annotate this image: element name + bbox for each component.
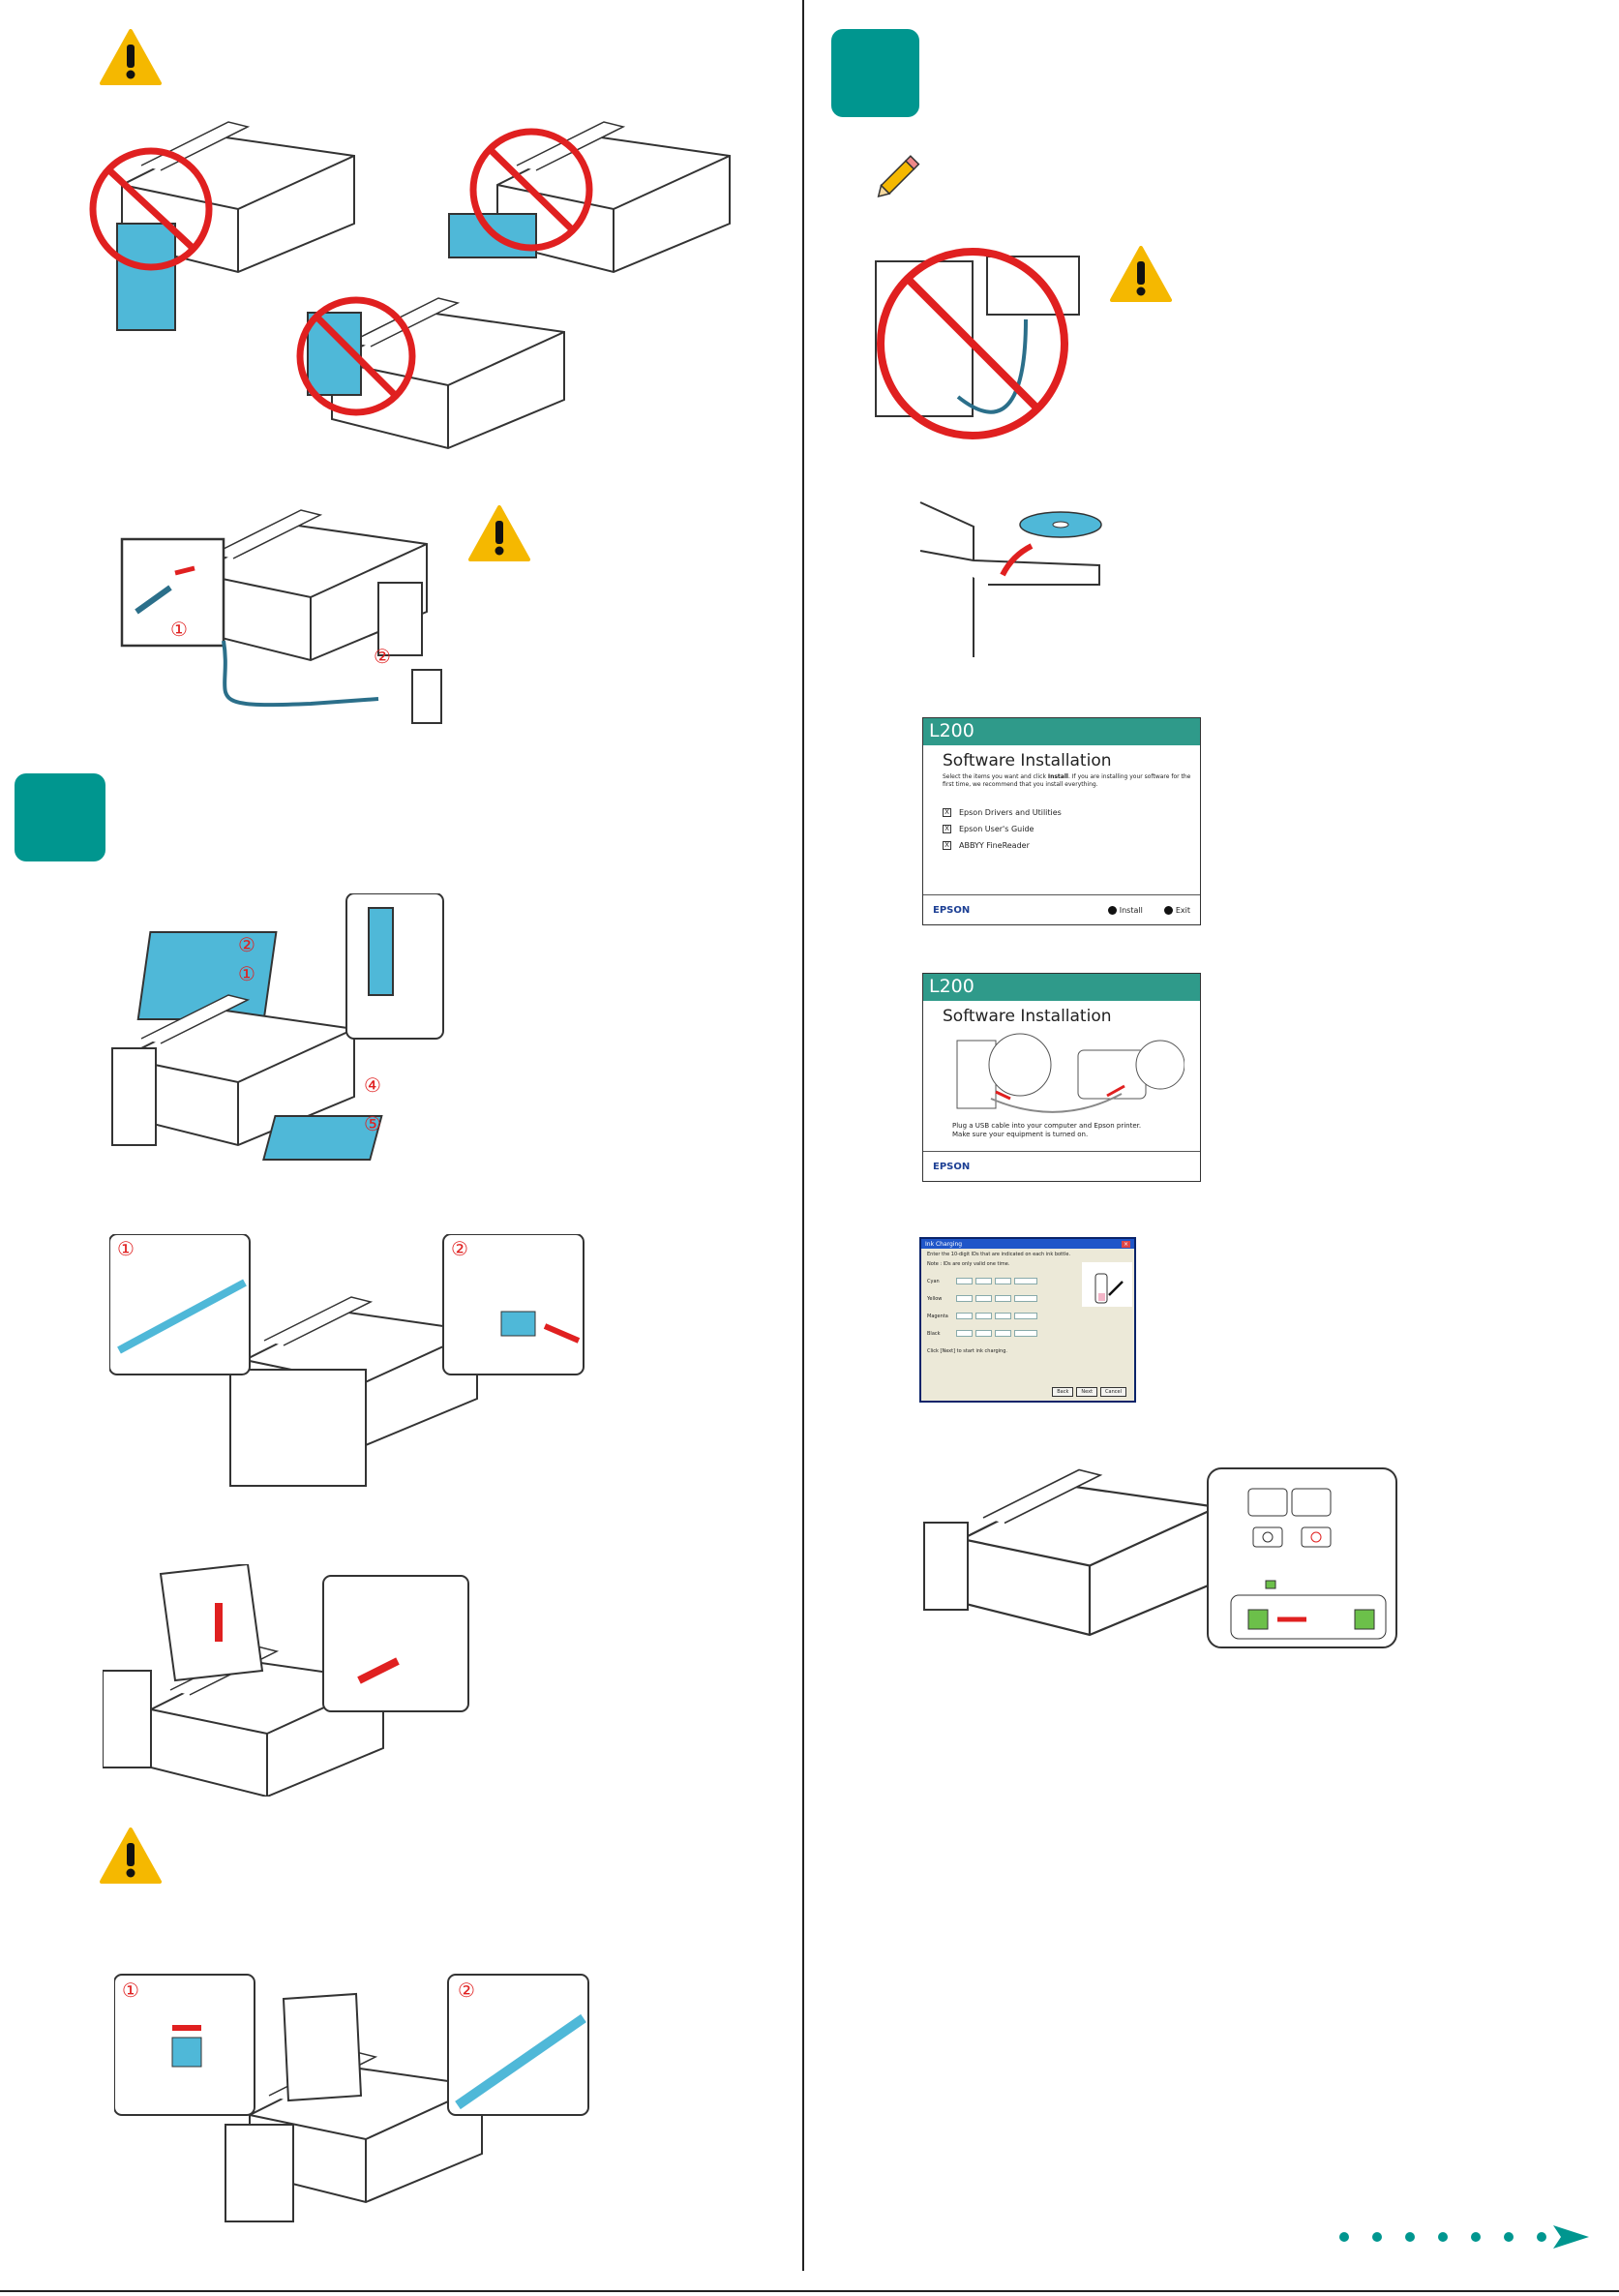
warning-icon — [100, 1828, 162, 1884]
id-field[interactable] — [1014, 1295, 1037, 1302]
option-label: Epson User's Guide — [959, 825, 1034, 833]
insert-cd-illustration — [919, 501, 1102, 657]
option-users-guide[interactable]: X Epson User's Guide — [943, 825, 1200, 833]
id-field[interactable] — [975, 1313, 992, 1319]
id-field[interactable] — [995, 1313, 1011, 1319]
magenta-id-row: Magenta — [927, 1313, 1134, 1319]
warning-icon — [1110, 246, 1172, 302]
usb-cable-illustration — [956, 1033, 1184, 1113]
id-field[interactable] — [975, 1278, 992, 1284]
epson-logo: EPSON — [933, 904, 971, 916]
option-checkbox[interactable]: X — [943, 841, 951, 850]
prohibited-tank-front-illustration — [89, 121, 355, 331]
option-checkbox[interactable]: X — [943, 808, 951, 817]
step-number-badge — [831, 29, 919, 117]
step-number-badge — [15, 773, 105, 861]
id-field[interactable] — [1014, 1278, 1037, 1284]
svg-text:⑤: ⑤ — [364, 1112, 381, 1135]
id-field[interactable] — [956, 1313, 973, 1319]
id-field[interactable] — [956, 1295, 973, 1302]
usb-connection-screen: L200 Software Installation Plug a USB ca… — [922, 973, 1201, 1182]
software-installation-screen: L200 Software Installation Select the it… — [922, 717, 1201, 925]
option-finereader[interactable]: X ABBYY FineReader — [943, 841, 1200, 850]
svg-text:②: ② — [451, 1237, 468, 1260]
arrow-right-icon — [1553, 2225, 1589, 2249]
dialog-instruction: Enter the 10-digit IDs that are indicate… — [927, 1252, 1071, 1257]
screen-title: Software Installation — [943, 1007, 1112, 1026]
close-button[interactable]: × — [1121, 1240, 1130, 1248]
instruction-line: Make sure your equipment is turned on. — [952, 1131, 1089, 1138]
prohibited-tank-lying-illustration — [448, 121, 731, 273]
screen-title: Software Installation — [943, 751, 1112, 770]
svg-text:②: ② — [458, 1979, 475, 2002]
color-label: Cyan — [927, 1278, 940, 1284]
prohibited-tank-on-top-illustration — [296, 296, 565, 449]
instruction-line: Plug a USB cable into your computer and … — [952, 1122, 1142, 1130]
svg-text:②: ② — [238, 933, 255, 956]
screen-description: Select the items you want and click Inst… — [943, 773, 1191, 788]
screen-model-title: L200 — [923, 718, 1200, 745]
id-field[interactable] — [975, 1295, 992, 1302]
dialog-title: Ink Charging — [925, 1240, 963, 1248]
epson-logo: EPSON — [933, 1161, 971, 1172]
black-id-row: Black — [927, 1330, 1134, 1337]
install-button[interactable]: Install — [1107, 905, 1143, 915]
svg-text:①: ① — [122, 1979, 139, 2002]
id-field[interactable] — [995, 1278, 1011, 1284]
svg-text:②: ② — [374, 645, 391, 668]
continue-next-page-indicator — [1339, 2225, 1589, 2249]
load-paper-illustration — [103, 1564, 469, 1797]
power-button — [1252, 1526, 1283, 1548]
svg-text:④: ④ — [364, 1073, 381, 1097]
power-light-illustration — [923, 1467, 1397, 1648]
warning-icon — [468, 505, 530, 561]
ink-charging-dialog: Ink Charging × Enter the 10-digit IDs tha… — [919, 1237, 1136, 1403]
color-label: Magenta — [927, 1313, 948, 1319]
pencil-note-icon — [877, 155, 920, 197]
option-drivers[interactable]: X Epson Drivers and Utilities — [943, 808, 1200, 817]
id-field[interactable] — [995, 1330, 1011, 1337]
id-field[interactable] — [995, 1295, 1011, 1302]
id-field[interactable] — [975, 1330, 992, 1337]
option-label: Epson Drivers and Utilities — [959, 808, 1062, 817]
yellow-id-row: Yellow — [927, 1295, 1134, 1302]
page-bottom-rule — [0, 2290, 1619, 2292]
cyan-id-row: Cyan — [927, 1278, 1134, 1284]
color-label: Yellow — [927, 1295, 943, 1302]
svg-text:①: ① — [117, 1237, 135, 1260]
do-not-connect-usb-illustration — [875, 248, 1080, 439]
id-field[interactable] — [956, 1330, 973, 1337]
option-label: ABBYY FineReader — [959, 841, 1030, 850]
exit-button[interactable]: Exit — [1163, 905, 1190, 915]
edge-guide-slide-illustration: ① ② — [114, 1974, 589, 2222]
edge-guide-illustration: ① ② — [109, 1234, 585, 1487]
cancel-button[interactable]: Cancel — [1100, 1387, 1126, 1397]
paper-support-illustration: ① ② ④ ⑤ — [111, 893, 444, 1161]
svg-text:①: ① — [170, 618, 188, 641]
svg-text:①: ① — [238, 962, 255, 985]
column-divider — [802, 0, 804, 2271]
ink-bottle-image — [1082, 1262, 1132, 1307]
id-field[interactable] — [1014, 1330, 1037, 1337]
id-field[interactable] — [956, 1278, 973, 1284]
warning-icon — [100, 29, 162, 85]
dialog-note: Note : IDs are only valid one time. — [927, 1261, 1010, 1267]
id-field[interactable] — [1014, 1313, 1037, 1319]
option-checkbox[interactable]: X — [943, 825, 951, 833]
install-icon — [1107, 905, 1117, 915]
dialog-footer-text: Click [Next] to start ink charging. — [927, 1348, 1007, 1354]
back-button[interactable]: Back — [1052, 1387, 1074, 1397]
color-label: Black — [927, 1330, 941, 1337]
next-button[interactable]: Next — [1076, 1387, 1098, 1397]
power-cord-illustration: ① ② — [120, 509, 442, 724]
exit-icon — [1163, 905, 1173, 915]
screen-model-title: L200 — [923, 974, 1200, 1001]
